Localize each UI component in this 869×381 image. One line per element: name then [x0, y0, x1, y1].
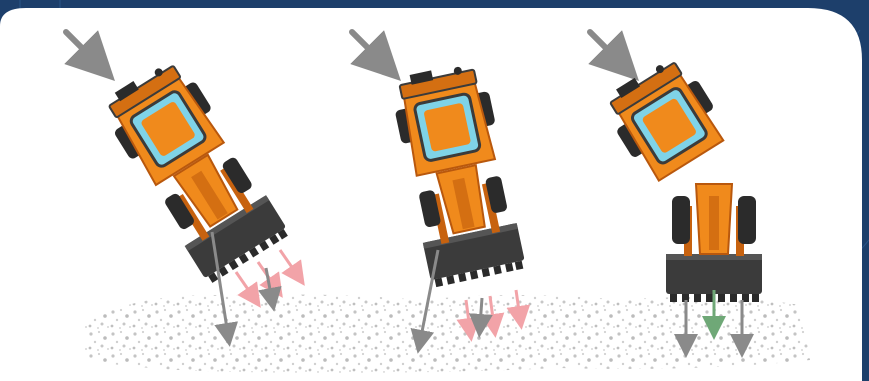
- downward-force-arrow: [480, 298, 482, 326]
- gravel-ground: [85, 295, 810, 373]
